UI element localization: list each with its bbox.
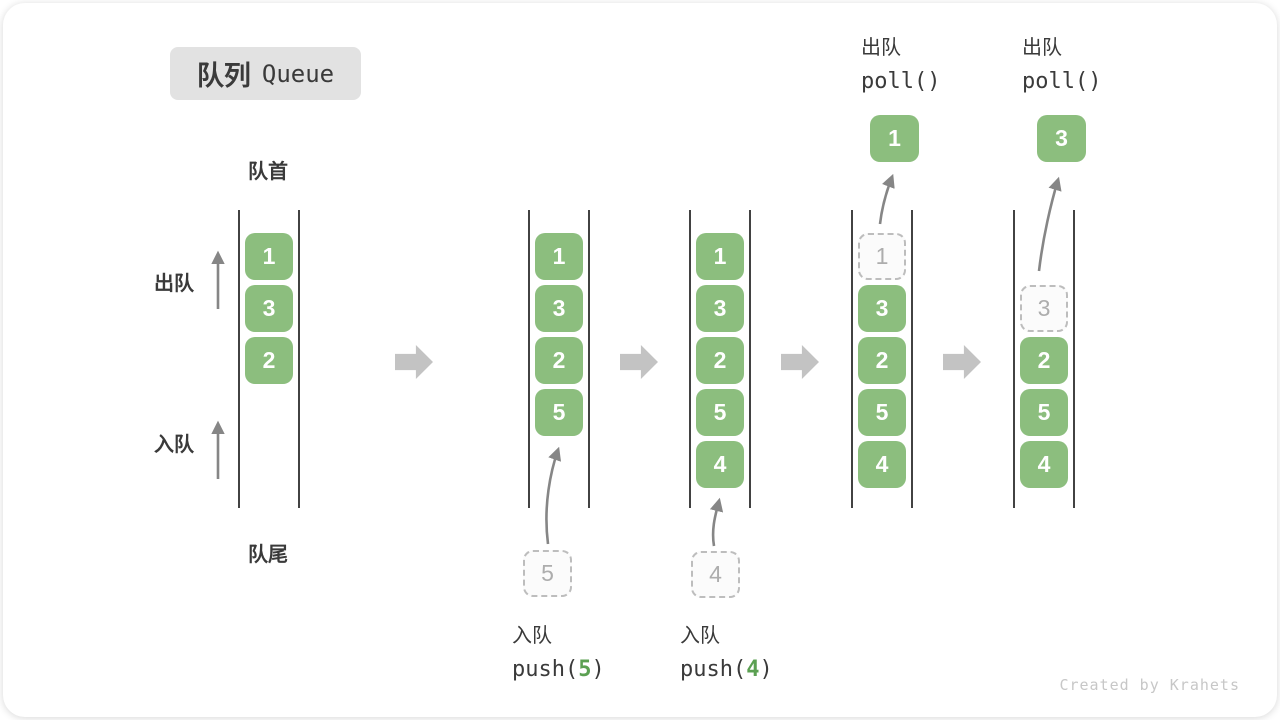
queue-cell: 2 (245, 337, 293, 384)
queue-cell: 3 (535, 285, 583, 332)
transition-arrow-icon (620, 345, 658, 379)
queue-cell: 5 (858, 389, 906, 436)
queue-cell: 3 (858, 285, 906, 332)
queue-cell: 1 (535, 233, 583, 280)
title-en: Queue (261, 59, 335, 88)
push4-arg: 4 (746, 657, 760, 682)
removed-cell: 3 (1020, 285, 1068, 332)
push5-fn: push( (512, 657, 579, 682)
push5-close: ) (591, 657, 605, 682)
queue-wall-left (1013, 210, 1015, 508)
poll1-label: 出队 (861, 37, 901, 59)
queue-wall-right (1073, 210, 1075, 508)
queue-wall-right (588, 210, 590, 508)
queue-state-2: 1 3 2 5 (528, 210, 590, 508)
title-zh: 队列 (196, 61, 251, 91)
poll1-code: poll() (861, 69, 941, 94)
queue-cell: 5 (535, 389, 583, 436)
push5-arg: 5 (578, 657, 592, 682)
queue-wall-left (851, 210, 853, 508)
queue-cell: 4 (696, 441, 744, 488)
staged-element-5: 5 (523, 550, 572, 597)
enqueue-side-label: 入队 (154, 434, 194, 456)
queue-wall-right (298, 210, 300, 508)
queue-rear-label: 队尾 (248, 544, 288, 566)
push5-operation: 入队 push(5) (512, 619, 605, 682)
transition-arrow-icon (395, 345, 433, 379)
poll2-operation: 出队 poll() (1022, 31, 1101, 94)
queue-front-label: 队首 (248, 161, 288, 183)
push5-label: 入队 (512, 625, 552, 647)
removed-cell: 1 (858, 233, 906, 280)
queue-cell: 4 (858, 441, 906, 488)
queue-cell: 3 (696, 285, 744, 332)
push4-code: push(4) (680, 657, 773, 682)
polled-element-1: 1 (870, 115, 919, 162)
push5-code: push(5) (512, 657, 605, 682)
queue-cell: 5 (1020, 389, 1068, 436)
queue-wall-left (689, 210, 691, 508)
dequeue-side-label: 出队 (154, 273, 194, 295)
push4-fn: push( (680, 657, 747, 682)
queue-state-4: 1 3 2 5 4 (851, 210, 913, 508)
transition-arrow-icon (781, 345, 819, 379)
queue-cell: 1 (245, 233, 293, 280)
push4-operation: 入队 push(4) (680, 619, 773, 682)
poll2-label: 出队 (1022, 37, 1062, 59)
queue-wall-left (238, 210, 240, 508)
staged-element-4: 4 (691, 551, 740, 598)
queue-cell: 5 (696, 389, 744, 436)
push4-close: ) (759, 657, 773, 682)
queue-cell: 2 (858, 337, 906, 384)
queue-cell: 2 (696, 337, 744, 384)
title-badge: 队列 Queue (170, 47, 361, 100)
queue-wall-right (911, 210, 913, 508)
queue-wall-right (749, 210, 751, 508)
push4-label: 入队 (680, 625, 720, 647)
queue-state-3: 1 3 2 5 4 (689, 210, 751, 508)
queue-cell: 4 (1020, 441, 1068, 488)
transition-arrow-icon (943, 345, 981, 379)
poll1-operation: 出队 poll() (861, 31, 940, 94)
queue-cell: 1 (696, 233, 744, 280)
polled-element-3: 3 (1037, 115, 1086, 162)
queue-wall-left (528, 210, 530, 508)
queue-cell: 2 (1020, 337, 1068, 384)
queue-state-5: 3 2 5 4 (1013, 210, 1075, 508)
watermark: Created by Krahets (1059, 676, 1240, 694)
poll2-code: poll() (1022, 69, 1102, 94)
queue-state-1: 1 3 2 (238, 210, 300, 508)
queue-cell: 2 (535, 337, 583, 384)
queue-cell: 3 (245, 285, 293, 332)
